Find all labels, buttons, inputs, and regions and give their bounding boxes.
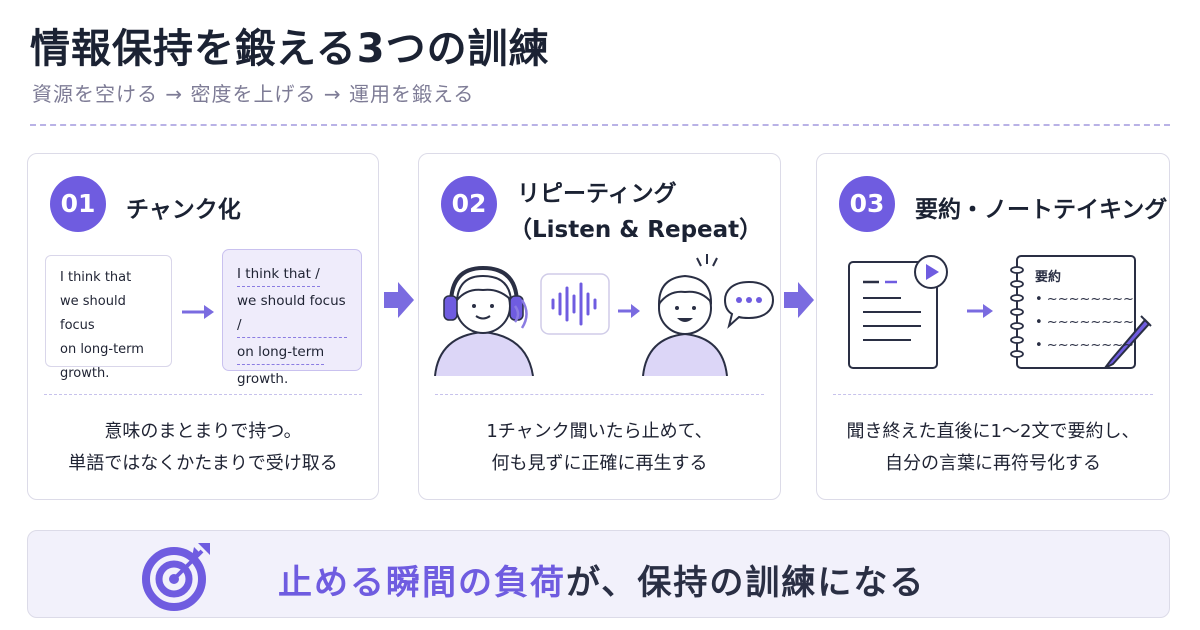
description-line: 1チャンク聞いたら止めて、 <box>486 421 713 442</box>
chunk-line: growth. <box>237 371 289 387</box>
card-description: 1チャンク聞いたら止めて、 何も見ずに正確に再生する <box>419 416 780 480</box>
key-message-rest: が、保持の訓練になる <box>566 563 926 603</box>
chunked-sentence-box: I think that / we should focus / on long… <box>222 249 362 387</box>
note-lines: • ~~~~~~~~ • ~~~~~~~~ • ~~~~~~~~ <box>1035 288 1134 357</box>
note-line: • ~~~~~~~~ <box>1035 315 1134 330</box>
step-badge: 03 <box>839 176 895 232</box>
description-line: 意味のまとまりで持つ。 <box>104 421 302 442</box>
card-repeating: 02 リピーティング （Listen & Repeat） <box>418 153 781 500</box>
note-line: • ~~~~~~~~ <box>1035 338 1134 353</box>
chunk-line: I think that / <box>237 262 320 287</box>
plain-line: growth. <box>60 366 110 381</box>
card-summary-notes: 03 要約・ノートテイキング 要約 • ~~~~~~~~ • ~~~~ <box>816 153 1170 500</box>
target-icon <box>142 543 210 611</box>
description-line: 何も見ずに正確に再生する <box>491 453 708 474</box>
description-line: 単語ではなくかたまりで受け取る <box>68 453 338 474</box>
card-description: 聞き終えた直後に1〜2文で要約し、 自分の言葉に再符号化する <box>817 416 1169 480</box>
flow-arrow-icon <box>384 282 414 318</box>
card-title: チャンク化 <box>126 197 241 223</box>
card-divider <box>435 394 764 395</box>
arrow-right-icon <box>967 304 993 318</box>
plain-sentence-box: I think that we should focus on long-ter… <box>45 255 172 381</box>
page-title: 情報保持を鍛える3つの訓練 <box>30 26 550 72</box>
card-divider <box>44 394 362 395</box>
step-badge: 02 <box>441 176 497 232</box>
card-title: リピーティング （Listen & Repeat） <box>509 176 762 248</box>
speaker-person-icon <box>642 274 728 376</box>
note-title: 要約 <box>1035 270 1062 285</box>
notebook-icon <box>1010 255 1152 369</box>
page-subtitle: 資源を空ける → 密度を上げる → 運用を鍛える <box>32 82 475 106</box>
step-badge: 01 <box>50 176 106 232</box>
description-line: 自分の言葉に再符号化する <box>885 453 1101 474</box>
key-message-highlight: 止める瞬間の負荷 <box>278 563 566 603</box>
audio-waveform-icon <box>540 273 610 335</box>
plain-line: we should focus <box>60 294 126 333</box>
listener-headphones-icon <box>434 265 534 376</box>
arrow-right-icon <box>618 304 640 318</box>
sound-waves-icon <box>513 299 528 329</box>
plain-line: on long-term <box>60 342 144 357</box>
speech-bubble-icon <box>723 280 775 329</box>
card-description: 意味のまとまりで持つ。 単語ではなくかたまりで受け取る <box>28 416 378 480</box>
emphasis-lines-icon <box>696 254 718 267</box>
plain-line: I think that <box>60 270 132 285</box>
arrow-right-icon <box>182 305 214 319</box>
chunk-line: we should focus / <box>237 289 347 338</box>
chunk-line: on long-term <box>237 340 325 365</box>
card-title-line: リピーティング <box>517 181 677 207</box>
key-message: 止める瞬間の負荷が、保持の訓練になる <box>278 555 925 604</box>
card-title-line: （Listen & Repeat） <box>509 217 763 243</box>
card-title: 要約・ノートテイキング <box>915 197 1168 223</box>
key-message-banner: 止める瞬間の負荷が、保持の訓練になる <box>27 530 1170 618</box>
header-divider <box>30 124 1170 126</box>
document-video-icon <box>848 255 948 369</box>
flow-arrow-icon <box>784 282 814 318</box>
card-chunking: 01 チャンク化 I think that we should focus on… <box>27 153 379 500</box>
card-divider <box>833 394 1153 395</box>
note-line: • ~~~~~~~~ <box>1035 292 1134 307</box>
description-line: 聞き終えた直後に1〜2文で要約し、 <box>846 421 1140 442</box>
